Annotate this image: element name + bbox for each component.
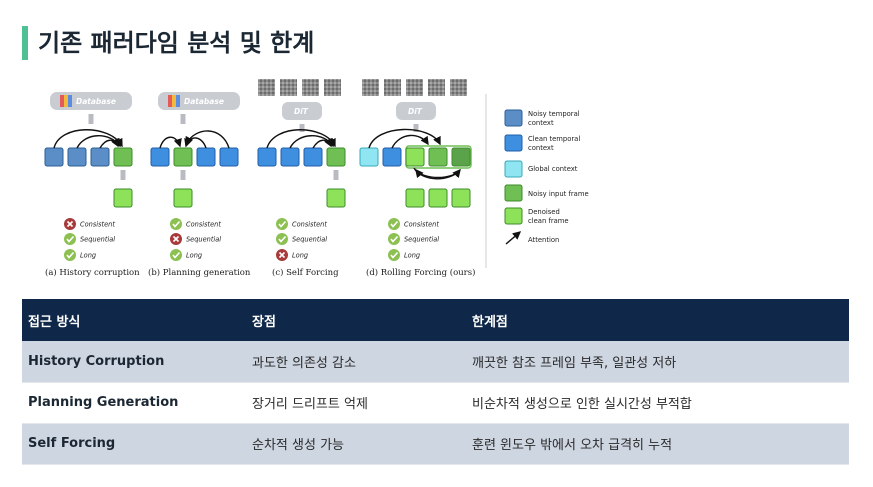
table-cell-advantage: 장거리 드리프트 억제 <box>246 382 466 424</box>
panel-b: Database <box>150 92 240 208</box>
status-label: Sequential <box>80 236 115 244</box>
status-label: Long <box>186 252 202 260</box>
table-row: Self Forcing 순차적 생성 가능 훈련 윈도우 밖에서 오차 급격히… <box>22 423 849 465</box>
table-cell-approach: Self Forcing <box>22 423 246 465</box>
status-label: Long <box>404 252 420 260</box>
page-title: 기존 패러다임 분석 및 한계 <box>38 29 315 57</box>
legend-label: clean frame <box>528 217 569 225</box>
dit-label-d: DiT <box>408 107 423 116</box>
table-cell-advantage: 순차적 생성 가능 <box>246 423 466 465</box>
check-mark <box>390 235 399 243</box>
caption-d: (d) Rolling Forcing (ours) <box>366 267 475 278</box>
legend-label: Global context <box>528 165 578 173</box>
check-icon <box>388 233 400 245</box>
status-label: Sequential <box>292 236 327 244</box>
table-cell-limitation: 비순차적 생성으로 인한 실시간성 부적합 <box>466 382 849 424</box>
panel-a: Database <box>44 92 133 208</box>
check-icon <box>276 233 288 245</box>
legend-label: Clean temporal <box>528 135 580 143</box>
legend-label: Attention <box>528 236 559 244</box>
check-icon <box>388 218 400 230</box>
legend-swatch-clean-temporal <box>504 134 523 152</box>
status-label: Long <box>292 252 308 260</box>
check-mark <box>278 220 287 228</box>
database-label-b: Database <box>184 97 224 106</box>
table-cell-limitation: 깨끗한 참조 프레임 부족, 일관성 저하 <box>466 341 849 383</box>
check-icon <box>388 249 400 261</box>
attention-arrow-icon <box>505 231 522 245</box>
legend-label: Denoised <box>528 208 560 216</box>
title-accent-bar <box>22 26 28 60</box>
caption-a: (a) History corruption <box>45 267 140 278</box>
table-cell-approach: Planning Generation <box>22 382 246 424</box>
check-mark <box>66 235 75 243</box>
status-label: Long <box>80 252 96 260</box>
table-cell-advantage: 과도한 의존성 감소 <box>246 341 466 383</box>
status-label: Sequential <box>404 236 439 244</box>
legend-swatch-denoised <box>504 207 523 225</box>
paradigm-figure: Database Database DiT <box>44 79 589 278</box>
legend: Noisy temporal context Clean temporal co… <box>504 109 589 245</box>
caption-b: (b) Planning generation <box>148 267 251 278</box>
check-mark <box>278 235 287 243</box>
status-label: Consistent <box>292 221 327 229</box>
header-advantage: 장점 <box>246 299 466 341</box>
check-icon <box>170 249 182 261</box>
cross-mark <box>278 251 286 259</box>
check-mark <box>390 251 399 259</box>
status-label: Consistent <box>186 221 221 229</box>
check-mark <box>390 220 399 228</box>
header-approach: 접근 방식 <box>22 299 246 341</box>
dit-label: DiT <box>294 107 309 116</box>
header-limitation: 한계점 <box>466 299 849 341</box>
legend-swatch-global <box>504 160 523 178</box>
table-cell-approach: History Corruption <box>22 341 246 383</box>
panel-d: DiT <box>359 79 472 208</box>
legend-swatch-noisy-input <box>504 184 523 202</box>
legend-label: context <box>528 144 554 152</box>
check-mark <box>172 251 181 259</box>
table-row: Planning Generation 장거리 드리프트 억제 비순차적 생성으… <box>22 382 849 424</box>
check-icon <box>170 218 182 230</box>
caption-c: (c) Self Forcing <box>272 267 339 278</box>
status-label: Consistent <box>80 221 115 229</box>
status-label: Sequential <box>186 236 221 244</box>
cross-mark <box>172 235 180 243</box>
check-icon <box>64 249 76 261</box>
comparison-table: 접근 방식 장점 한계점 History Corruption 과도한 의존성 … <box>22 299 849 465</box>
check-icon <box>64 233 76 245</box>
table-header-row: 접근 방식 장점 한계점 <box>22 299 849 341</box>
database-label: Database <box>76 97 116 106</box>
table-cell-limitation: 훈련 윈도우 밖에서 오차 급격히 누적 <box>466 423 849 465</box>
cross-mark <box>66 220 74 228</box>
check-icon <box>276 218 288 230</box>
legend-label: Noisy temporal <box>528 110 580 118</box>
legend-label: context <box>528 119 554 127</box>
status-label: Consistent <box>404 221 439 229</box>
legend-label: Noisy input frame <box>528 190 589 198</box>
check-mark <box>66 251 75 259</box>
legend-swatch-noisy-temporal <box>504 109 523 127</box>
table-row: History Corruption 과도한 의존성 감소 깨끗한 참조 프레임… <box>22 341 849 383</box>
panel-c: DiT <box>257 79 346 208</box>
check-mark <box>172 220 181 228</box>
